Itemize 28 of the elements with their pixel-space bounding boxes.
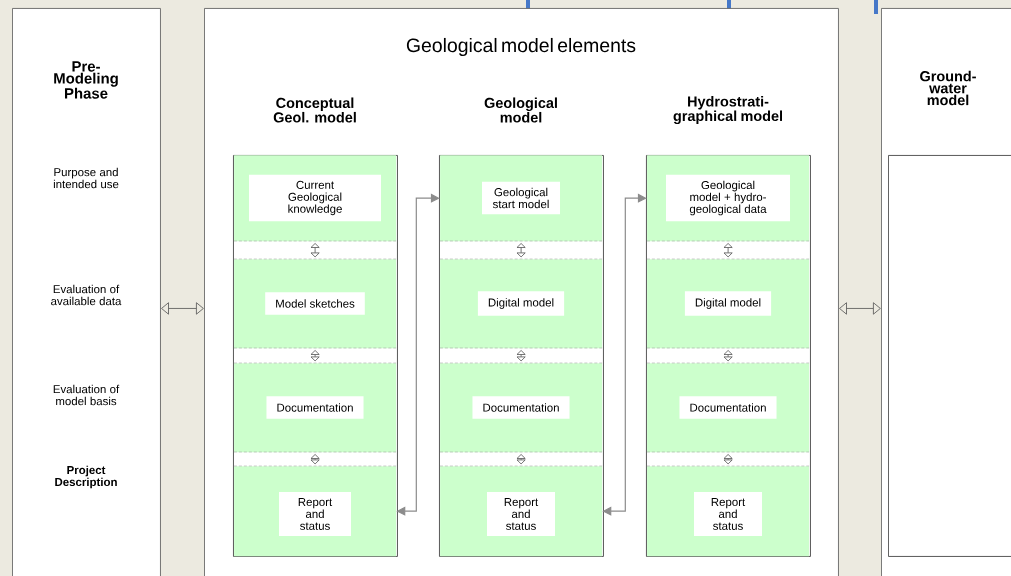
double-arrow <box>723 454 733 465</box>
double-arrow <box>516 243 526 258</box>
node-label: Geological model <box>484 97 557 123</box>
model-step-box: Report and status <box>233 465 397 557</box>
model-step-box: Geological model + hydro-geological data <box>646 155 810 242</box>
double-arrow <box>723 350 733 362</box>
double-arrow <box>161 302 204 315</box>
model-step-box: Current Geological knowledge <box>233 155 397 242</box>
node-label: Conceptual Geol. model <box>273 97 356 123</box>
model-step-box: Report and status <box>646 465 810 557</box>
double-arrow <box>839 302 881 315</box>
node-label: Hydrostrati-graphical model <box>673 96 783 124</box>
double-arrow <box>516 454 526 465</box>
model-step-box: Digital model <box>439 258 603 349</box>
model-step-box: Documentation <box>646 362 810 453</box>
double-arrow <box>310 454 320 465</box>
model-step-box: Report and status <box>439 465 603 557</box>
double-arrow <box>723 243 733 258</box>
model-step-box: Model sketches <box>233 258 397 349</box>
double-arrow <box>310 243 320 258</box>
model-step-box: Digital model <box>646 258 810 349</box>
model-step-box: Documentation <box>439 362 603 453</box>
model-step-box: Geological start model <box>439 155 603 242</box>
panel: Pre-Modeling Phase Purpose and intended use Evaluation of available data Evaluation of model basis Project Description <box>12 8 161 576</box>
model-step-box: Documentation <box>233 362 397 453</box>
double-arrow <box>516 350 526 362</box>
empty-box <box>888 155 1011 557</box>
double-arrow <box>310 350 320 362</box>
